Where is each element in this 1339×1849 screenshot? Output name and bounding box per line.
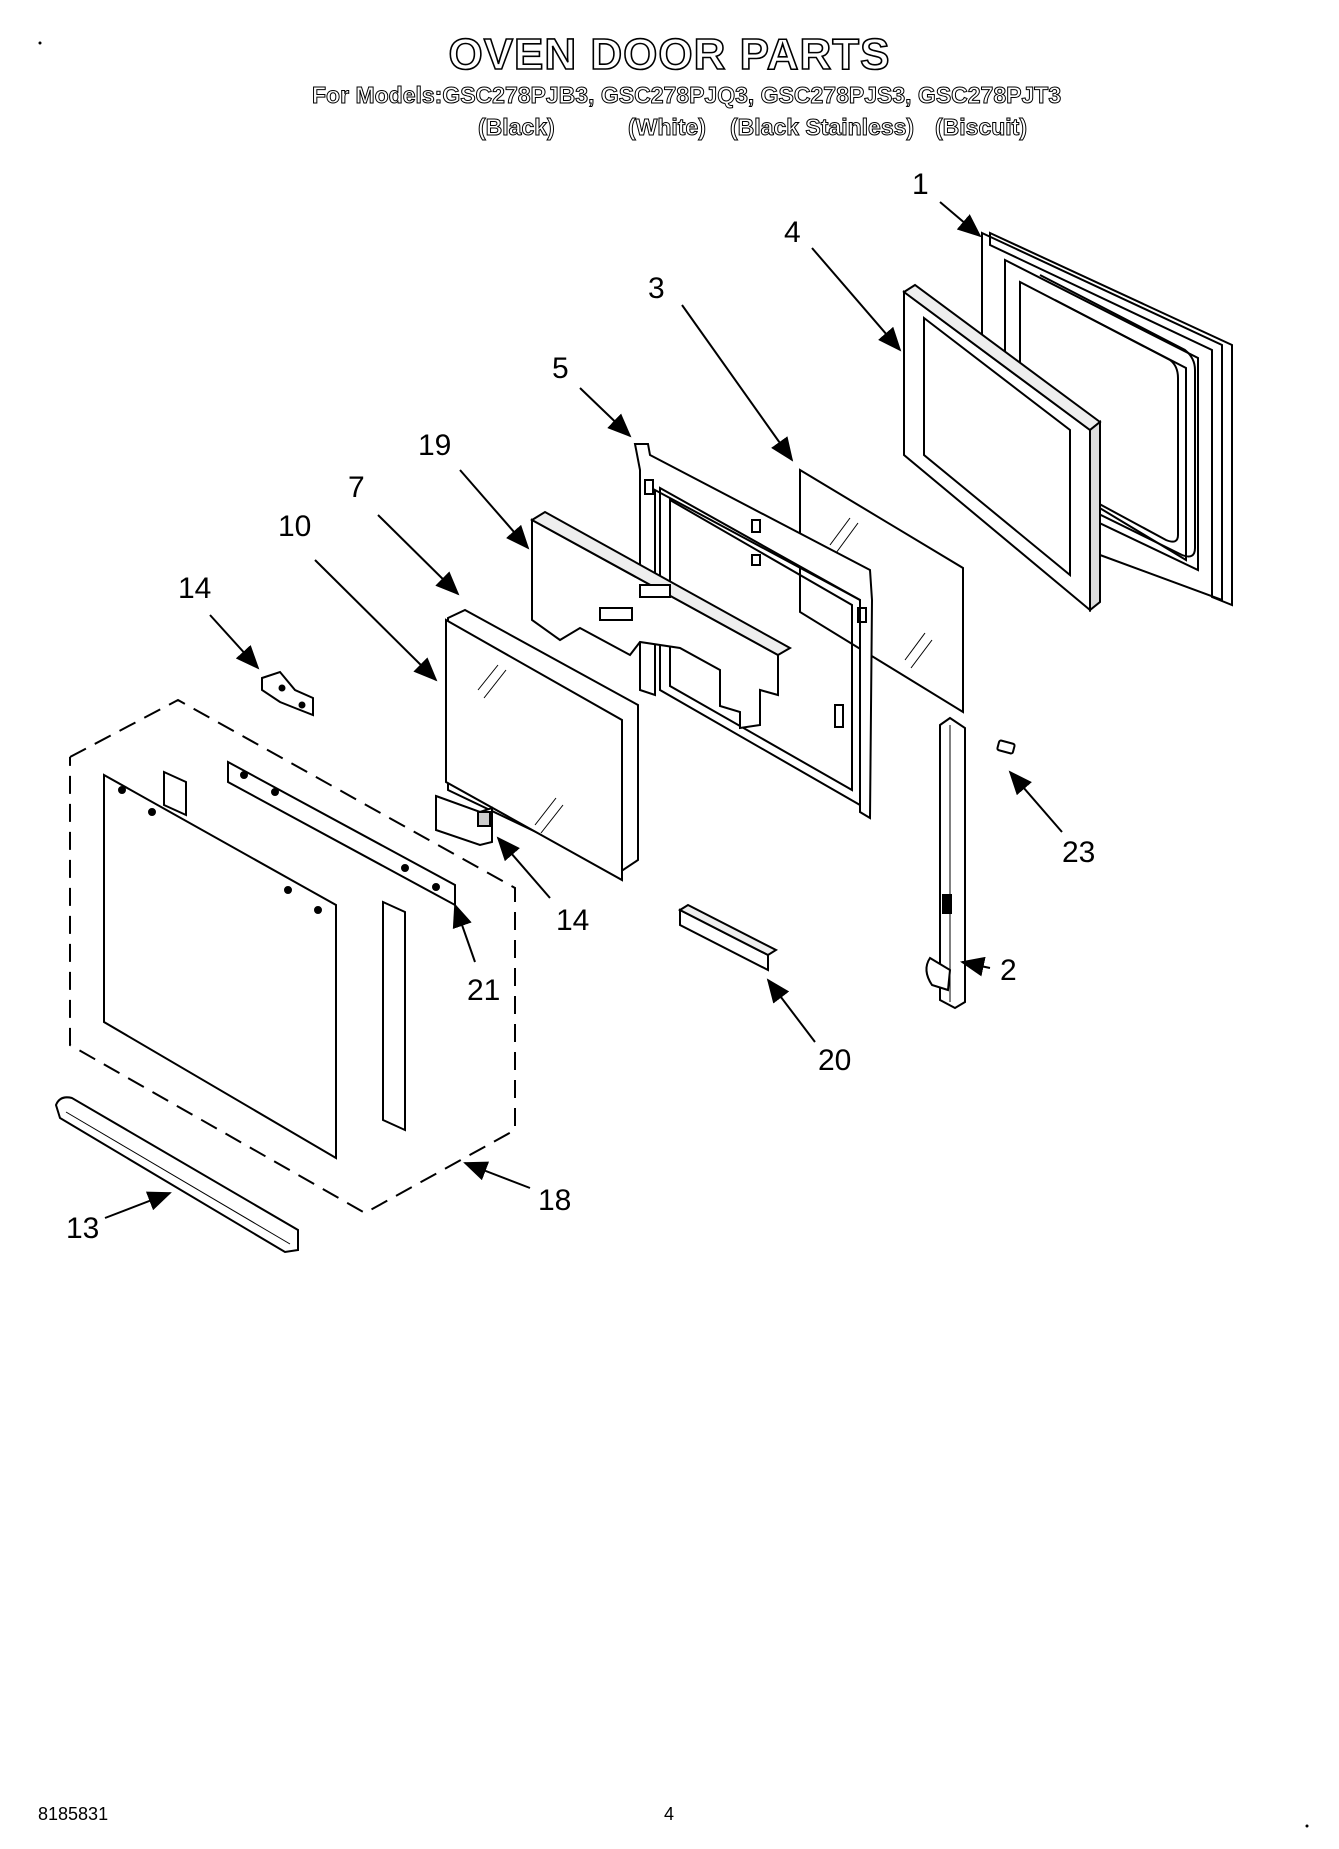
part-14-lower-bracket (435, 794, 493, 847)
callout-14-lower: 14 (556, 904, 589, 937)
arrow-3 (681, 304, 794, 462)
print-dot (1305, 1824, 1309, 1828)
callout-14-upper: 14 (178, 572, 211, 605)
page-number: 4 (664, 1804, 675, 1824)
part-20-seal-strip (677, 903, 779, 972)
arrow-21 (452, 903, 476, 963)
callout-18: 18 (538, 1184, 571, 1217)
leader-arrows (104, 201, 1063, 1219)
part-3-inner-glass (799, 468, 964, 714)
arrow-18 (463, 1161, 531, 1189)
part-10-front-glass (445, 618, 623, 882)
callout-7: 7 (348, 471, 365, 504)
callout-5: 5 (552, 352, 569, 385)
arrow-13 (104, 1191, 172, 1219)
title-block: OVEN DOOR PARTS (0, 29, 1339, 80)
arrow-20 (766, 978, 816, 1043)
arrow-1 (939, 201, 982, 238)
models-line: For Models:GSC278PJB3, GSC278PJQ3, GSC27… (311, 82, 1062, 109)
arrow-2 (960, 956, 991, 977)
arrow-5 (579, 387, 632, 438)
callout-10: 10 (278, 510, 311, 543)
document-number: 8185831 (38, 1804, 109, 1824)
part-4-frame-trim (902, 283, 1102, 613)
callout-19: 19 (418, 429, 451, 462)
color-biscuit: (Biscuit) (935, 114, 1028, 141)
part-23-clip (996, 739, 1016, 755)
callout-3: 3 (648, 272, 665, 305)
part-2-hinge-channel (925, 716, 966, 1010)
arrow-4 (811, 247, 902, 352)
color-black-stainless: (Black Stainless) (729, 114, 915, 141)
callout-labels: 1 4 3 5 19 7 10 14 14 23 21 2 20 18 13 (66, 168, 1095, 1245)
part-18-door-panel (69, 698, 516, 1215)
callout-1: 1 (912, 168, 929, 201)
arrow-10 (314, 559, 438, 682)
arrow-14a (209, 614, 260, 670)
part-19-heat-shield (530, 510, 793, 730)
callout-13: 13 (66, 1212, 99, 1245)
arrow-23 (1008, 770, 1063, 833)
arrow-19 (459, 469, 530, 550)
door-inner-sheet (103, 770, 406, 1160)
color-white: (White) (628, 114, 707, 141)
print-dot (38, 41, 42, 45)
callout-20: 20 (818, 1044, 851, 1077)
part-14-upper-bracket (261, 670, 314, 717)
callout-2: 2 (1000, 954, 1017, 987)
color-black: (Black) (478, 114, 556, 141)
arrow-7 (377, 514, 460, 596)
callout-21: 21 (467, 974, 500, 1007)
arrow-14b (496, 836, 551, 899)
part-13-handle (54, 1096, 299, 1254)
callout-4: 4 (784, 216, 801, 249)
callout-23: 23 (1062, 836, 1095, 869)
page-title: OVEN DOOR PARTS (448, 29, 891, 80)
